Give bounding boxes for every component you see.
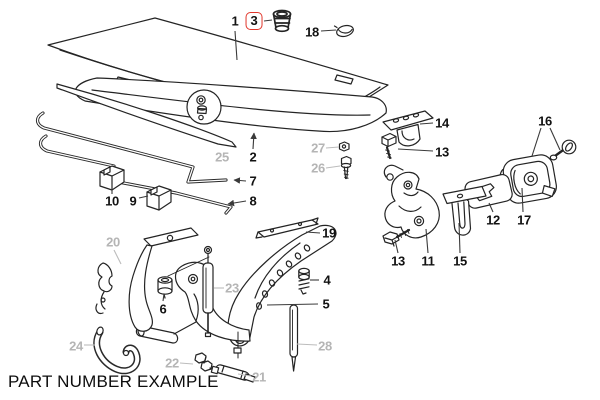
part-label-18[interactable]: 18 [305,24,319,40]
detail-circle [186,89,222,125]
part-label-6[interactable]: 6 [159,301,167,317]
part-label-11[interactable]: 11 [421,253,435,269]
leader-line-13 [397,148,434,152]
leader-line-20 [113,249,122,265]
part-torsion-bar-lower [38,134,233,215]
part-lock-screw-16 [549,139,577,161]
part-clip-9 [146,185,172,211]
part-label-7[interactable]: 7 [249,173,257,189]
leader-line-11 [425,228,429,254]
leader-line-17 [521,187,524,213]
part-torsion-bar-upper [35,111,228,184]
part-strut-rod-28 [289,304,299,372]
leader-line-18 [320,29,337,32]
leader-line-13 [394,239,399,254]
part-cap-18 [333,24,354,38]
leader-line-7 [233,177,247,184]
part-pin-21 [210,364,256,383]
caption: PART NUMBER EXAMPLE [8,372,219,391]
part-label-16[interactable]: 16 [538,113,552,129]
part-label-24[interactable]: 24 [69,338,83,354]
leader-line-26 [325,165,341,169]
part-label-4[interactable]: 4 [323,272,331,288]
part-label-23[interactable]: 23 [225,280,239,296]
part-hoop-24 [93,326,141,375]
part-label-5[interactable]: 5 [322,296,330,312]
leader-line-14 [419,122,434,125]
part-label-17[interactable]: 17 [517,212,531,228]
part-label-9[interactable]: 9 [129,193,137,209]
leader-line-15 [458,222,461,254]
part-seal-strip [74,77,387,133]
part-label-26[interactable]: 26 [311,160,325,176]
leader-line-8 [227,199,247,207]
leader-line-19 [305,231,321,234]
part-label-20[interactable]: 20 [106,234,120,250]
part-label-8[interactable]: 8 [249,193,257,209]
part-label-28[interactable]: 28 [318,338,332,354]
leader-line-6 [162,293,165,302]
part-label-21[interactable]: 21 [252,369,266,385]
part-bolt-26 [340,155,352,180]
leader-line-27 [325,146,340,149]
part-label-15[interactable]: 15 [453,253,467,269]
leader-line-28 [296,343,318,346]
part-bracket-14 [382,110,434,147]
part-strip-19 [255,217,319,239]
leader-line-2 [250,132,257,150]
part-hinge-arm-left-20 [95,227,199,332]
leader-line-9 [138,195,149,199]
part-label-3[interactable]: 3 [245,12,263,30]
part-label-10[interactable]: 10 [105,193,119,209]
part-label-14[interactable]: 14 [435,115,449,131]
part-label-22[interactable]: 22 [165,355,179,371]
part-label-13[interactable]: 13 [435,144,449,160]
part-label-13[interactable]: 13 [391,253,405,269]
leader-line-16 [549,127,561,151]
part-label-1[interactable]: 1 [231,13,239,29]
part-clip-10 [99,165,125,191]
part-label-12[interactable]: 12 [486,212,500,228]
part-clamp-22 [194,352,216,372]
leader-line-21 [237,373,252,377]
leader-line-16 [531,127,542,157]
part-label-2[interactable]: 2 [249,149,257,165]
part-striker-15 [442,185,487,236]
part-bolt-13-upper [381,132,397,160]
part-label-25[interactable]: 25 [215,149,229,165]
leader-line-1 [234,30,238,61]
leader-line-5 [266,303,319,306]
part-nut-27 [338,141,350,152]
part-buffer-6 [157,276,173,299]
part-lock-cylinder-17 [499,154,557,204]
leader-line-12 [488,202,494,213]
leader-line-3 [263,19,273,22]
part-buffer-plug-3 [272,9,292,33]
part-label-19[interactable]: 19 [322,225,336,241]
leader-line-22 [179,362,194,365]
part-trim-strip [56,83,237,148]
part-latch-11 [383,164,440,239]
part-screw-4 [298,267,310,295]
part-gas-strut-23 [202,245,214,338]
part-label-27[interactable]: 27 [311,140,325,156]
